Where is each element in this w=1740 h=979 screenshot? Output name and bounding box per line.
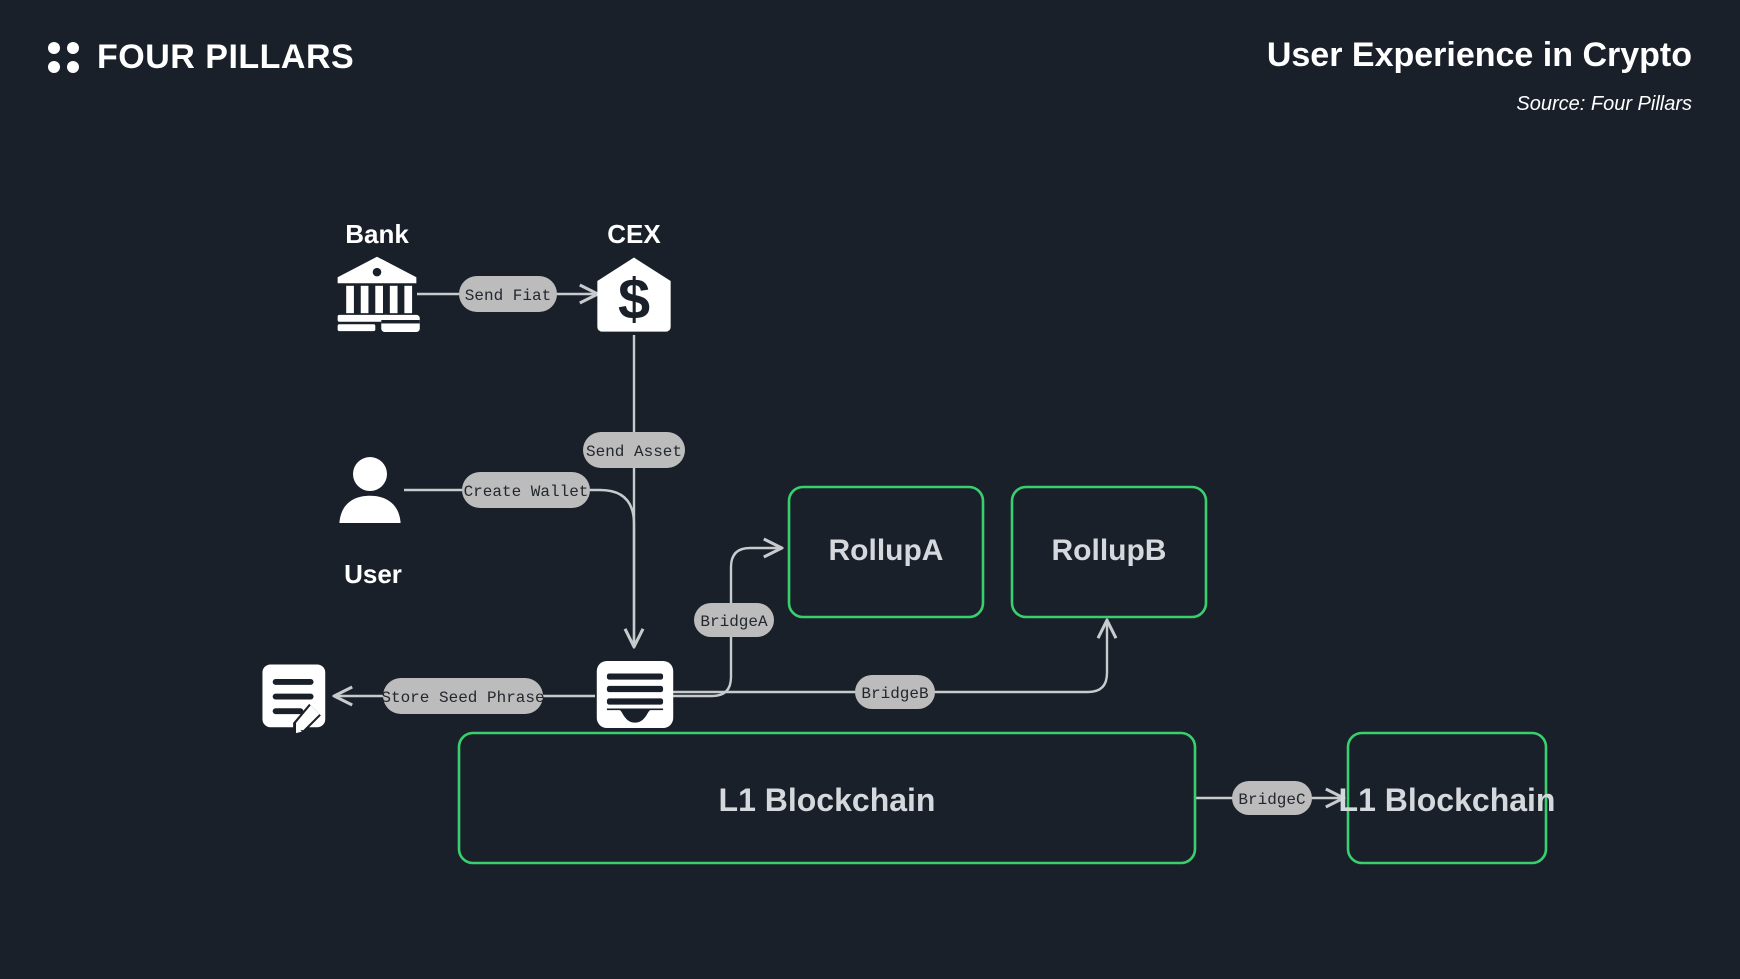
node-rollup-a[interactable]: RollupA (787, 485, 985, 619)
brand-logo: FOUR PILLARS (48, 40, 354, 74)
page-subtitle: Source: Four Pillars (1516, 93, 1692, 115)
node-cex[interactable]: CEX (597, 219, 671, 332)
node-label-bank: Bank (345, 219, 409, 249)
node-l1-blockchain-b[interactable]: L1 Blockchain (1339, 731, 1556, 865)
edge-label-create-wallet: Create Wallet (464, 483, 589, 501)
edge-label-pill (462, 472, 590, 508)
edge-label-pill (583, 432, 685, 468)
edge-label-bridge-a: BridgeA (700, 613, 768, 631)
node-wallet[interactable] (596, 660, 674, 729)
edge-label-bridge-c: BridgeC (1238, 791, 1305, 809)
note-pencil-icon (262, 664, 326, 734)
user-icon (339, 457, 401, 523)
edge-label-send-fiat: Send Fiat (465, 287, 551, 305)
edge-create-wallet: Create Wallet (404, 472, 636, 645)
node-label-rollup-a: RollupA (829, 534, 944, 567)
node-l1-blockchain-a[interactable]: L1 Blockchain (457, 731, 1197, 865)
edge-label-pill (694, 603, 774, 637)
node-user[interactable]: User (339, 457, 402, 589)
four-dots-logo-icon (48, 41, 79, 73)
node-bank[interactable]: Bank (337, 219, 420, 332)
edge-bridge-a: BridgeA (672, 548, 780, 698)
edge-label-pill (1232, 781, 1312, 815)
page-header: FOUR PILLARS User Experience in Crypto S… (0, 0, 1740, 140)
edge-send-fiat: Send Fiat (417, 276, 596, 312)
edge-label-bridge-b: BridgeB (861, 685, 928, 703)
brand-name: FOUR PILLARS (97, 38, 355, 76)
node-label-user: User (344, 559, 402, 589)
bank-icon (337, 256, 420, 332)
dollar-house-icon (597, 257, 671, 332)
edge-label-pill (459, 276, 557, 312)
edge-label-send-asset: Send Asset (586, 443, 682, 461)
edge-label-pill (383, 678, 543, 714)
page-title: User Experience in Crypto (1266, 36, 1692, 74)
node-label-l1-blockchain-b: L1 Blockchain (1339, 782, 1556, 818)
edge-bridge-b: BridgeB (672, 622, 1107, 709)
node-rollup-b[interactable]: RollupB (1010, 485, 1208, 619)
node-label-l1-blockchain-a: L1 Blockchain (719, 782, 936, 818)
wallet-icon (596, 660, 674, 729)
edge-store-seed-phrase: Store Seed Phrase (336, 678, 595, 714)
edge-label-store-seed-phrase: Store Seed Phrase (381, 689, 544, 707)
node-label-rollup-b: RollupB (1052, 534, 1167, 567)
node-note[interactable] (262, 664, 326, 734)
node-label-cex: CEX (607, 219, 661, 249)
edge-label-pill (855, 675, 935, 709)
edge-bridge-c: BridgeC (1196, 781, 1342, 815)
